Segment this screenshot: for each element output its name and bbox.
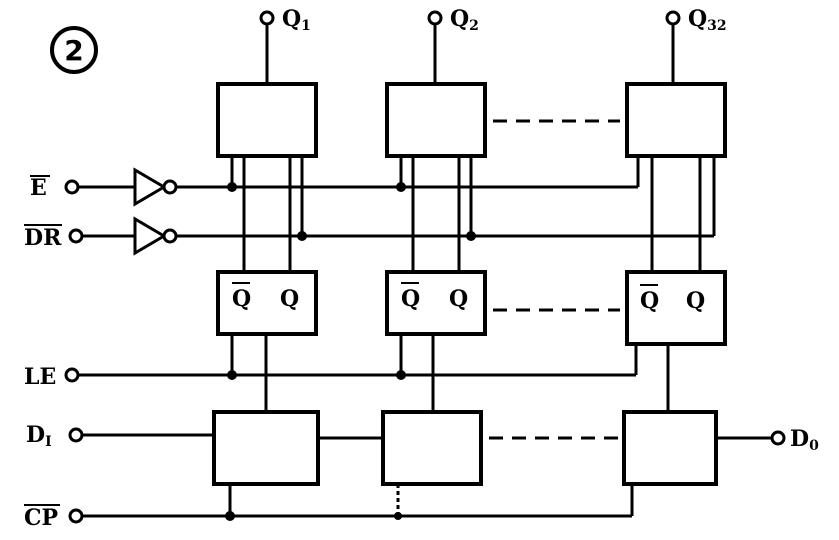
input-le: LE (24, 334, 638, 390)
figure-number: 2 (64, 34, 83, 67)
latch-2: Q Q (385, 270, 487, 336)
latch-32-qbar: Q (640, 288, 659, 314)
shift-register-box-2 (381, 410, 483, 486)
input-label-cp: CP (24, 505, 58, 531)
column-32-wiring (636, 156, 716, 272)
input-di: DI (26, 422, 214, 450)
column-1-wiring (227, 156, 307, 272)
input-label-di: DI (26, 422, 52, 450)
input-e: E (30, 167, 638, 207)
figure-number-circle (50, 26, 98, 74)
latch-1: Q Q (216, 270, 318, 336)
latch-1-q: Q (280, 286, 299, 312)
input-label-dr: DR (24, 225, 62, 251)
input-label-le: LE (24, 364, 56, 390)
inverter-e-icon (133, 167, 167, 207)
latch-32: Q Q (625, 270, 727, 346)
output-driver-box-1 (216, 82, 318, 158)
shift-register-box-32 (622, 410, 718, 486)
output-column-32: Q32 (665, 6, 727, 84)
output-label-q2: Q2 (450, 6, 479, 34)
shift-register-box-1 (212, 410, 320, 486)
latch-2-q: Q (449, 286, 468, 312)
input-cp: CP (24, 484, 634, 531)
output-label-do: D0 (790, 426, 819, 454)
output-column-2: Q2 (427, 6, 479, 84)
output-label-q32: Q32 (688, 6, 727, 34)
input-dr: DR (24, 216, 714, 256)
output-column-1: Q1 (259, 6, 311, 84)
output-label-q1: Q1 (282, 6, 311, 34)
output-do: D0 (716, 426, 819, 454)
inverter-dr-icon (133, 216, 167, 256)
input-label-e: E (30, 175, 47, 201)
latch-1-qbar: Q (232, 286, 251, 312)
output-driver-box-32 (625, 82, 727, 158)
output-driver-box-2 (385, 82, 487, 158)
latch-2-qbar: Q (401, 286, 420, 312)
column-2-wiring (396, 156, 476, 272)
latch-32-q: Q (686, 288, 705, 314)
